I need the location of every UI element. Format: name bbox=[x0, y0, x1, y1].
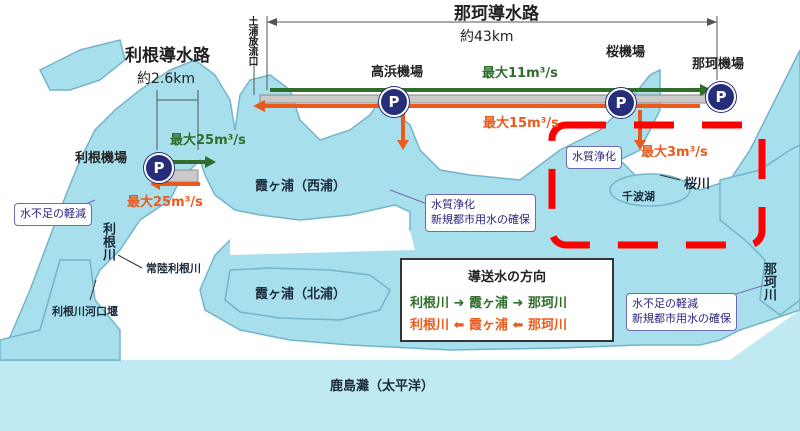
purify-left-callout: 水質浄化 bbox=[566, 146, 622, 169]
naka-station-label: 那珂機場 bbox=[692, 57, 745, 72]
takahama-station-label: 高浜機場 bbox=[371, 65, 424, 80]
naka-canal-length: 約43km bbox=[460, 29, 514, 45]
shortage-text: 水不足の軽減 bbox=[20, 207, 86, 220]
flow-direction-legend: 導送水の方向 利根川 ➜ 霞ヶ浦 ➜ 那珂川 利根川 ⬅ 霞ヶ浦 ⬅ 那珂川 bbox=[400, 258, 614, 342]
naka-orange-flow: 最大15m³/s bbox=[483, 116, 559, 131]
kasumigaura-north-label: 霞ヶ浦（北浦） bbox=[255, 287, 347, 302]
hitachi-tone-label: 常陸利根川 bbox=[146, 262, 201, 275]
tone-mouth-label: 利根川河口堰 bbox=[52, 305, 118, 318]
purify-mid-callout: 水質浄化 新規都市用水の確保 bbox=[425, 194, 536, 232]
legend-g-arrow-1: ➜ bbox=[453, 296, 465, 311]
naka-river-label: 那珂川 bbox=[761, 262, 776, 301]
right-line2: 新規都市用水の確保 bbox=[632, 311, 731, 325]
legend-o-arrow-2: ⬅ bbox=[512, 318, 524, 333]
right-callout: 水不足の軽減 新規都市用水の確保 bbox=[626, 293, 737, 331]
purify-mid-line1: 水質浄化 bbox=[431, 198, 475, 211]
tone-green-head bbox=[205, 156, 216, 168]
naka-pump-icon: P bbox=[706, 82, 736, 112]
legend-title: 導送水の方向 bbox=[467, 270, 546, 285]
kashima-label: 鹿島灘（太平洋） bbox=[330, 379, 435, 394]
right-line1: 水不足の軽減 bbox=[632, 297, 698, 310]
kasumigaura-west-label: 霞ヶ浦（西浦） bbox=[255, 179, 347, 194]
legend-green-row: 利根川 ➜ 霞ヶ浦 ➜ 那珂川 bbox=[410, 292, 567, 311]
naka-canal-title: 那珂導水路 bbox=[454, 4, 539, 24]
takahama-down-head bbox=[397, 140, 409, 150]
kitaura-basin bbox=[224, 267, 391, 321]
sakura-pump-icon: P bbox=[606, 88, 636, 118]
land-strip-1 bbox=[230, 230, 415, 255]
tone-river-arm bbox=[38, 39, 126, 91]
tone-canal-title: 利根導水路 bbox=[125, 46, 210, 66]
shortage-callout: 水不足の軽減 bbox=[14, 203, 92, 226]
tone-orange-flow: 最大25m³/s bbox=[127, 195, 203, 210]
sakuragawa-label: 桜川 bbox=[684, 177, 711, 192]
tone-pump-icon: P bbox=[144, 153, 174, 183]
purify-left-text: 水質浄化 bbox=[572, 150, 616, 163]
tone-station-label: 利根機場 bbox=[75, 151, 128, 166]
legend-g1: 利根川 bbox=[410, 296, 450, 311]
takahama-pump-icon: P bbox=[379, 87, 409, 117]
sakura-station-label: 桜機場 bbox=[606, 45, 646, 60]
tone-canal-length: 約2.6km bbox=[137, 71, 196, 87]
naka-green-flow: 最大11m³/s bbox=[482, 66, 558, 81]
senba-lake-label: 千波湖 bbox=[622, 190, 655, 203]
highlight-box bbox=[548, 121, 766, 249]
tone-green-flow: 最大25m³/s bbox=[170, 133, 246, 148]
legend-g3: 那珂川 bbox=[527, 296, 567, 311]
naka-orange-head bbox=[253, 100, 265, 112]
land-strip-2 bbox=[120, 255, 205, 270]
legend-orange-row: 利根川 ⬅ 霞ヶ浦 ⬅ 那珂川 bbox=[410, 314, 567, 333]
naka-pipe bbox=[259, 94, 711, 104]
senba-lake bbox=[609, 173, 691, 207]
purify-mid-line2: 新規都市用水の確保 bbox=[431, 212, 530, 226]
legend-o2: 霞ヶ浦 bbox=[468, 318, 508, 333]
legend-g2: 霞ヶ浦 bbox=[468, 296, 508, 311]
legend-o3: 那珂川 bbox=[527, 318, 567, 333]
tone-river-lower bbox=[0, 259, 121, 361]
legend-o1: 利根川 bbox=[410, 318, 450, 333]
legend-g-arrow-2: ➜ bbox=[512, 296, 524, 311]
legend-o-arrow-1: ⬅ bbox=[453, 318, 465, 333]
outlet-label: 土浦放流口 bbox=[246, 16, 257, 66]
naka-green-head bbox=[700, 84, 712, 96]
kashima-sea bbox=[0, 310, 800, 431]
tone-river-label: 利根川 bbox=[100, 222, 115, 261]
sakura-down-head bbox=[634, 140, 646, 150]
sakura-orange-flow: 最大3m³/s bbox=[641, 145, 708, 160]
